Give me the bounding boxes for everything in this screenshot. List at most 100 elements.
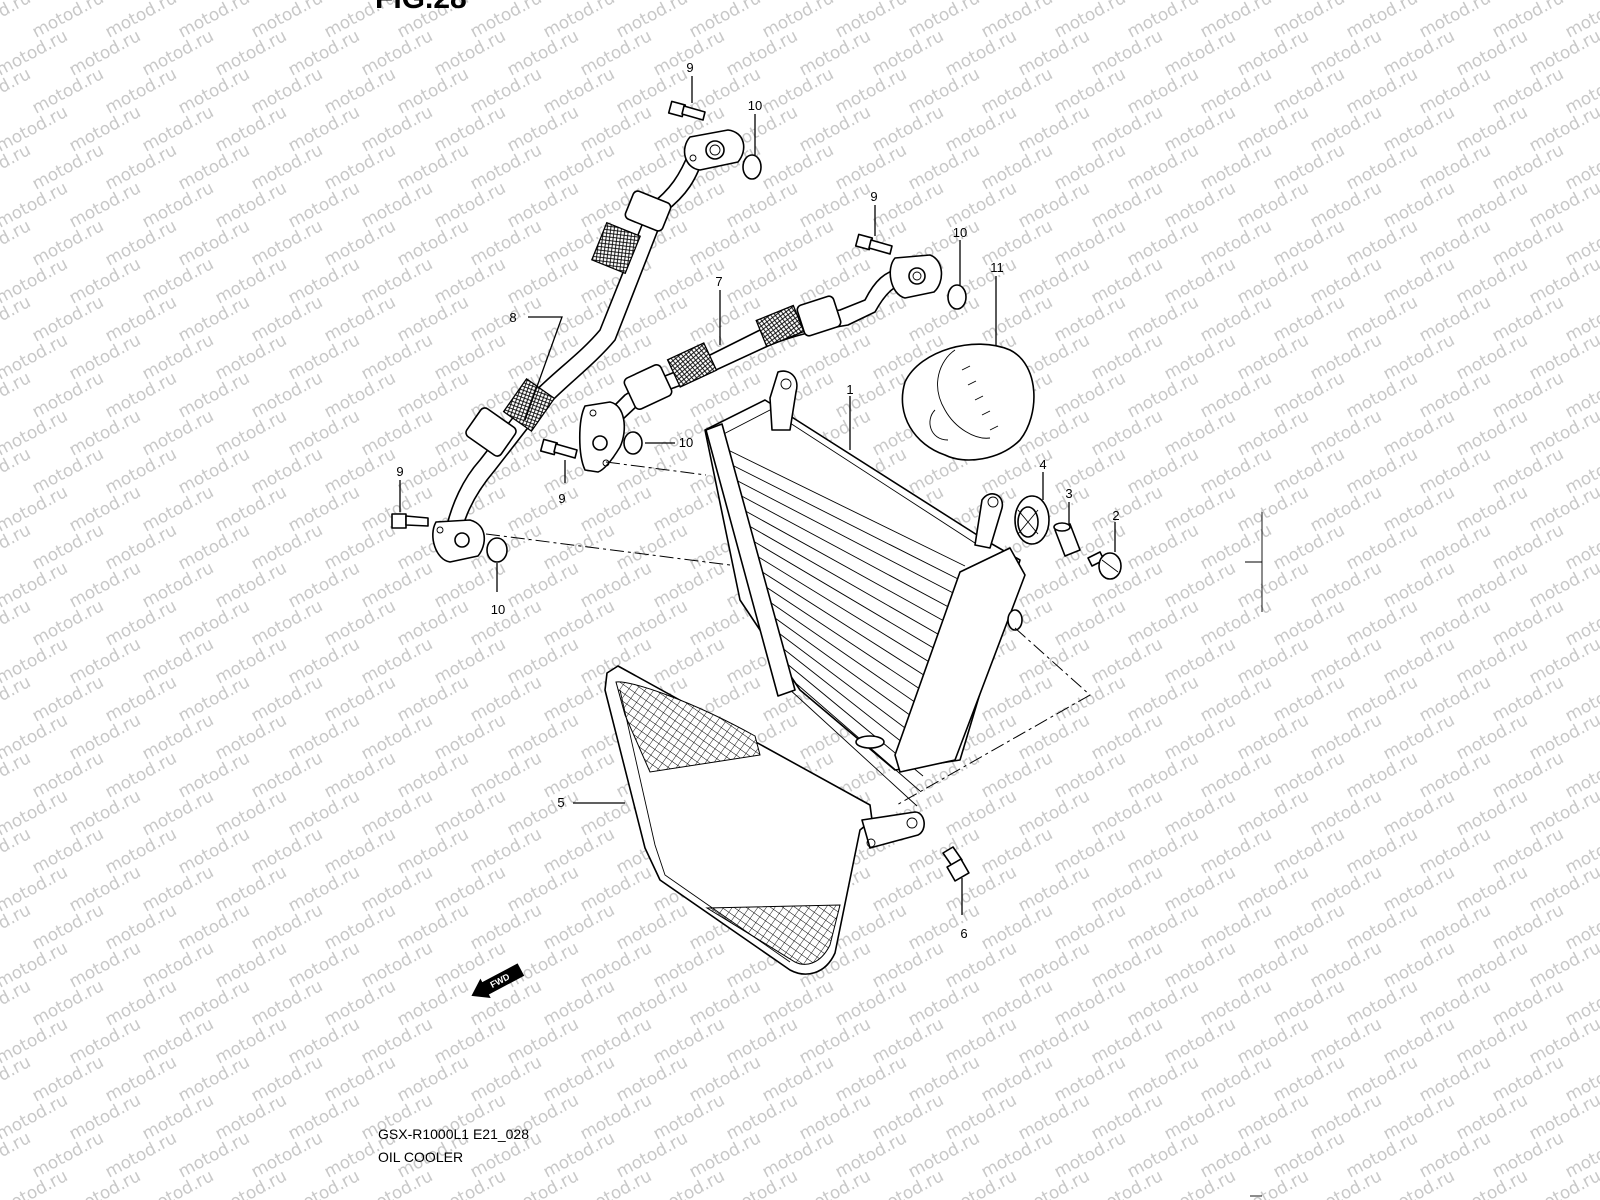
watermark-text: motod.ru xyxy=(1234,1014,1312,1068)
watermark-text: motod.ru xyxy=(394,140,472,194)
watermark-text: motod.ru xyxy=(212,1014,290,1068)
watermark-text: motod.ru xyxy=(1124,140,1202,194)
watermark-text: motod.ru xyxy=(1526,178,1600,232)
watermark-text: motod.ru xyxy=(1197,672,1275,726)
watermark-text: motod.ru xyxy=(102,748,180,802)
watermark-text: motod.ru xyxy=(66,558,144,612)
watermark-text: motod.ru xyxy=(175,748,253,802)
callout-10-top: 10 xyxy=(748,98,762,113)
watermark-text: motod.ru xyxy=(1343,1052,1421,1106)
callout-9-left: 9 xyxy=(396,464,403,479)
watermark-text: motod.ru xyxy=(1124,596,1202,650)
watermark-text: motod.ru xyxy=(358,786,436,840)
watermark-text: motod.ru xyxy=(796,1014,874,1068)
watermark-text: motod.ru xyxy=(613,1052,691,1106)
watermark-text: motod.ru xyxy=(1380,634,1458,688)
watermark-text: motod.ru xyxy=(102,140,180,194)
o-ring-center xyxy=(623,431,643,455)
o-ring-mid xyxy=(947,284,967,310)
watermark-text: motod.ru xyxy=(321,64,399,118)
watermark-text: motod.ru xyxy=(540,64,618,118)
watermark-text: motod.ru xyxy=(1197,216,1275,270)
watermark-text: motod.ru xyxy=(1161,102,1239,156)
watermark-text: motod.ru xyxy=(467,64,545,118)
watermark-text: motod.ru xyxy=(1526,938,1600,992)
watermark-text: motod.ru xyxy=(358,710,436,764)
cooler-fin xyxy=(735,492,957,612)
watermark-text: motod.ru xyxy=(1197,748,1275,802)
watermark-text: motod.ru xyxy=(1416,368,1494,422)
watermark-text: motod.ru xyxy=(66,102,144,156)
cooler-fin xyxy=(771,627,930,747)
watermark-text: motod.ru xyxy=(1161,634,1239,688)
cooler-fin xyxy=(763,597,936,717)
watermark-text: motod.ru xyxy=(102,596,180,650)
watermark-text: motod.ru xyxy=(1088,406,1166,460)
watermark-text: motod.ru xyxy=(540,900,618,954)
watermark-text: motod.ru xyxy=(212,1090,290,1144)
watermark-text: motod.ru xyxy=(1234,786,1312,840)
watermark-text: motod.ru xyxy=(358,634,436,688)
watermark-text: motod.ru xyxy=(66,1090,144,1144)
watermark-text: motod.ru xyxy=(1526,330,1600,384)
watermark-text: motod.ru xyxy=(321,900,399,954)
watermark-text: motod.ru xyxy=(1234,330,1312,384)
watermark-text: motod.ru xyxy=(248,976,326,1030)
watermark-text: motod.ru xyxy=(29,216,107,270)
watermark-text: motod.ru xyxy=(1307,710,1385,764)
watermark-text: motod.ru xyxy=(723,178,801,232)
watermark-text: motod.ru xyxy=(467,140,545,194)
watermark-text: motod.ru xyxy=(212,634,290,688)
watermark-text: motod.ru xyxy=(1197,900,1275,954)
watermark-text: motod.ru xyxy=(1088,178,1166,232)
watermark-text: motod.ru xyxy=(1270,824,1348,878)
watermark-text: motod.ru xyxy=(321,368,399,422)
oil-cooler-core xyxy=(704,370,1026,807)
watermark-text: motod.ru xyxy=(285,406,363,460)
edge-marker xyxy=(1245,512,1263,612)
watermark-text: motod.ru xyxy=(66,406,144,460)
cooler-fin xyxy=(747,537,948,657)
watermark-text: motod.ru xyxy=(1489,824,1567,878)
watermark-text: motod.ru xyxy=(102,824,180,878)
watermark-text: motod.ru xyxy=(1526,482,1600,536)
watermark-text: motod.ru xyxy=(832,976,910,1030)
watermark-text: motod.ru xyxy=(1161,482,1239,536)
watermark-text: motod.ru xyxy=(1416,216,1494,270)
watermark-text: motod.ru xyxy=(613,976,691,1030)
watermark-text: motod.ru xyxy=(431,178,509,232)
watermark-text: motod.ru xyxy=(1015,862,1093,916)
watermark-text: motod.ru xyxy=(248,444,326,498)
watermark-text: motod.ru xyxy=(1051,976,1129,1030)
watermark-text: motod.ru xyxy=(650,938,728,992)
watermark-text: motod.ru xyxy=(1197,0,1275,42)
watermark-text: motod.ru xyxy=(1453,178,1531,232)
watermark-text: motod.ru xyxy=(1015,1090,1093,1144)
watermark-text: motod.ru xyxy=(1161,1090,1239,1144)
watermark-text: motod.ru xyxy=(1234,102,1312,156)
watermark-text: motod.ru xyxy=(1124,520,1202,574)
watermark-text: motod.ru xyxy=(869,1014,947,1068)
watermark-text: motod.ru xyxy=(175,1052,253,1106)
callout-10-mid: 10 xyxy=(953,225,967,240)
watermark-text: motod.ru xyxy=(1234,634,1312,688)
watermark-text: motod.ru xyxy=(1088,330,1166,384)
watermark-text: motod.ru xyxy=(66,26,144,80)
watermark-text: motod.ru xyxy=(723,1090,801,1144)
watermark-text: motod.ru xyxy=(139,862,217,916)
watermark-text: motod.ru xyxy=(1124,292,1202,346)
watermark-text: motod.ru xyxy=(1051,1128,1129,1182)
watermark-text: motod.ru xyxy=(1124,976,1202,1030)
watermark-text: motod.ru xyxy=(285,938,363,992)
watermark-text: motod.ru xyxy=(796,26,874,80)
watermark-text: motod.ru xyxy=(869,102,947,156)
watermark-text: motod.ru xyxy=(1015,1014,1093,1068)
watermark-text: motod.ru xyxy=(504,26,582,80)
watermark-text: motod.ru xyxy=(29,900,107,954)
watermark-text: motod.ru xyxy=(66,938,144,992)
watermark-text: motod.ru xyxy=(1051,64,1129,118)
watermark-text: motod.ru xyxy=(905,64,983,118)
watermark-text: motod.ru xyxy=(248,748,326,802)
watermark-text: motod.ru xyxy=(686,976,764,1030)
watermark-text: motod.ru xyxy=(321,216,399,270)
